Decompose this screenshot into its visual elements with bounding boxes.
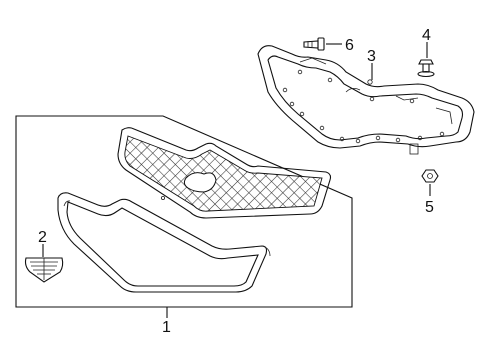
callout-3: 3 — [367, 48, 376, 65]
assembly-box — [15, 115, 353, 308]
callout-5: 5 — [425, 199, 434, 216]
grille-bracket — [257, 45, 475, 155]
screw-6 — [303, 37, 325, 51]
bolt-4 — [417, 59, 435, 78]
callout-6: 6 — [345, 37, 354, 54]
grille-surround — [57, 192, 271, 293]
callout-4: 4 — [422, 27, 431, 44]
callout-1: 1 — [162, 319, 171, 336]
upper-mesh-grille — [117, 127, 332, 219]
emblem-badge — [24, 257, 64, 283]
nut-5 — [421, 169, 439, 183]
emblem-mount — [183, 172, 217, 193]
callout-2: 2 — [38, 229, 47, 246]
